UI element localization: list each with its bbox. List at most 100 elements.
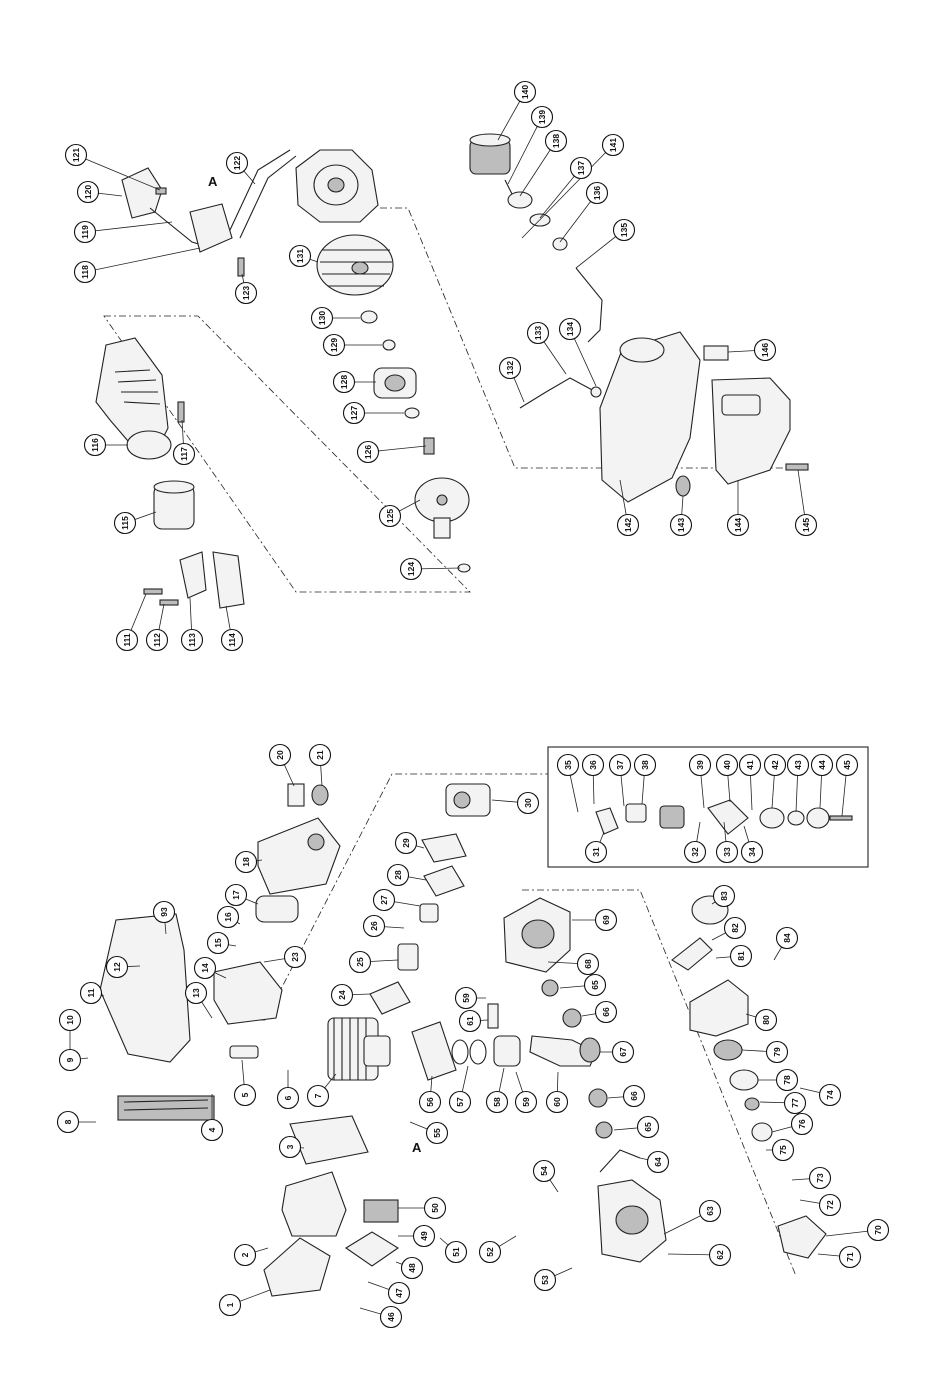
- callout-circle: [818, 1193, 842, 1217]
- callout-circle: [808, 1166, 832, 1190]
- callout-circle: [786, 753, 810, 777]
- callout-number: 48: [407, 1263, 417, 1273]
- callout-circle: [216, 905, 240, 929]
- connector-a-bottom-label: A: [412, 1140, 422, 1155]
- callout-circle: [835, 753, 859, 777]
- callout-number: 83: [719, 891, 729, 901]
- callout-36: 36: [581, 753, 605, 777]
- callout-number: 10: [65, 1015, 75, 1025]
- callout-number: 5: [240, 1092, 250, 1097]
- callout-circle: [683, 840, 707, 864]
- callout-number: 9: [65, 1057, 75, 1062]
- callout-15: 15: [206, 931, 230, 955]
- callout-number: 73: [815, 1173, 825, 1183]
- callout-number: 122: [232, 156, 242, 170]
- callout-2: 2: [233, 1243, 257, 1267]
- nut-130-part: [360, 310, 378, 324]
- callout-58: 58: [485, 1090, 509, 1114]
- callout-number: 37: [615, 760, 625, 770]
- leader-line-119: [84, 221, 173, 233]
- callout-circle: [622, 1084, 646, 1108]
- callout-circle: [444, 1240, 468, 1264]
- callout-number: 118: [80, 265, 90, 279]
- callout-circle: [172, 442, 196, 466]
- callout-circle: [576, 952, 600, 976]
- callout-50: 50: [423, 1196, 447, 1220]
- callout-number: 58: [492, 1097, 502, 1107]
- piston-pin-part: [487, 1003, 499, 1029]
- callout-51: 51: [444, 1240, 468, 1264]
- callout-circle: [412, 1224, 436, 1248]
- callout-120: 120: [76, 180, 100, 204]
- callout-93: 93: [152, 900, 176, 924]
- filter-143-part: [675, 475, 691, 497]
- callout-136: 136: [585, 181, 609, 205]
- callout-number: 141: [608, 138, 618, 152]
- fuel-line-135-part: [575, 267, 603, 343]
- recoil-starter-part: [671, 895, 827, 1259]
- callout-72: 72: [818, 1193, 842, 1217]
- callout-circle: [783, 1091, 807, 1115]
- leader-line-118: [84, 247, 201, 273]
- callout-5: 5: [233, 1083, 257, 1107]
- callout-number: 140: [520, 85, 530, 99]
- callout-number: 69: [601, 915, 611, 925]
- callout-circle: [818, 1083, 842, 1107]
- air-cleaner-part: [213, 817, 341, 1025]
- callout-38: 38: [633, 753, 657, 777]
- callout-118: 118: [73, 260, 97, 284]
- callout-circle: [418, 1090, 442, 1114]
- callout-37: 37: [608, 753, 632, 777]
- callout-4: 4: [200, 1118, 224, 1142]
- callout-number: 32: [690, 847, 700, 857]
- callout-64: 64: [646, 1150, 670, 1174]
- callout-number: 15: [213, 938, 223, 948]
- callout-circle: [356, 440, 380, 464]
- callout-43: 43: [786, 753, 810, 777]
- callout-128: 128: [332, 370, 356, 394]
- callout-number: 79: [772, 1047, 782, 1057]
- callout-circle: [308, 743, 332, 767]
- callout-circle: [278, 1135, 302, 1159]
- callout-circle: [306, 1084, 330, 1108]
- callout-circle: [753, 338, 777, 362]
- piston-ring-57b-part: [469, 1039, 487, 1065]
- callout-number: 38: [640, 760, 650, 770]
- callout-112: 112: [145, 628, 169, 652]
- callout-circle: [530, 105, 554, 129]
- callout-circle: [56, 1110, 80, 1134]
- callout-number: 72: [825, 1200, 835, 1210]
- callout-circle: [73, 260, 97, 284]
- tank-cover-part: [711, 377, 791, 485]
- callout-circle: [76, 180, 100, 204]
- callout-59: 59: [514, 1090, 538, 1114]
- callout-125: 125: [378, 504, 402, 528]
- callout-number: 11: [86, 988, 96, 997]
- grommet-134-part: [590, 386, 602, 398]
- callout-circle: [180, 628, 204, 652]
- callout-84: 84: [775, 926, 799, 950]
- group-line-top-left: [103, 315, 471, 593]
- callout-number: 45: [842, 760, 852, 770]
- callout-number: 31: [591, 847, 601, 857]
- callout-138: 138: [544, 129, 568, 153]
- callout-number: 20: [275, 750, 285, 760]
- callout-7: 7: [306, 1084, 330, 1108]
- callout-circle: [73, 220, 97, 244]
- callout-circle: [400, 1256, 424, 1280]
- callout-133: 133: [526, 321, 550, 345]
- callout-121: 121: [64, 143, 88, 167]
- callout-number: 128: [339, 375, 349, 389]
- callout-1: 1: [218, 1293, 242, 1317]
- callout-number: 134: [565, 322, 575, 336]
- callout-number: 68: [583, 959, 593, 969]
- callout-46: 46: [379, 1305, 403, 1329]
- bearing-66a-part: [562, 1008, 582, 1028]
- callout-113: 113: [180, 628, 204, 652]
- callout-number: 75: [778, 1145, 788, 1155]
- callout-circle: [399, 557, 423, 581]
- callout-56: 56: [418, 1090, 442, 1114]
- callout-circle: [498, 356, 522, 380]
- callout-number: 26: [369, 921, 379, 931]
